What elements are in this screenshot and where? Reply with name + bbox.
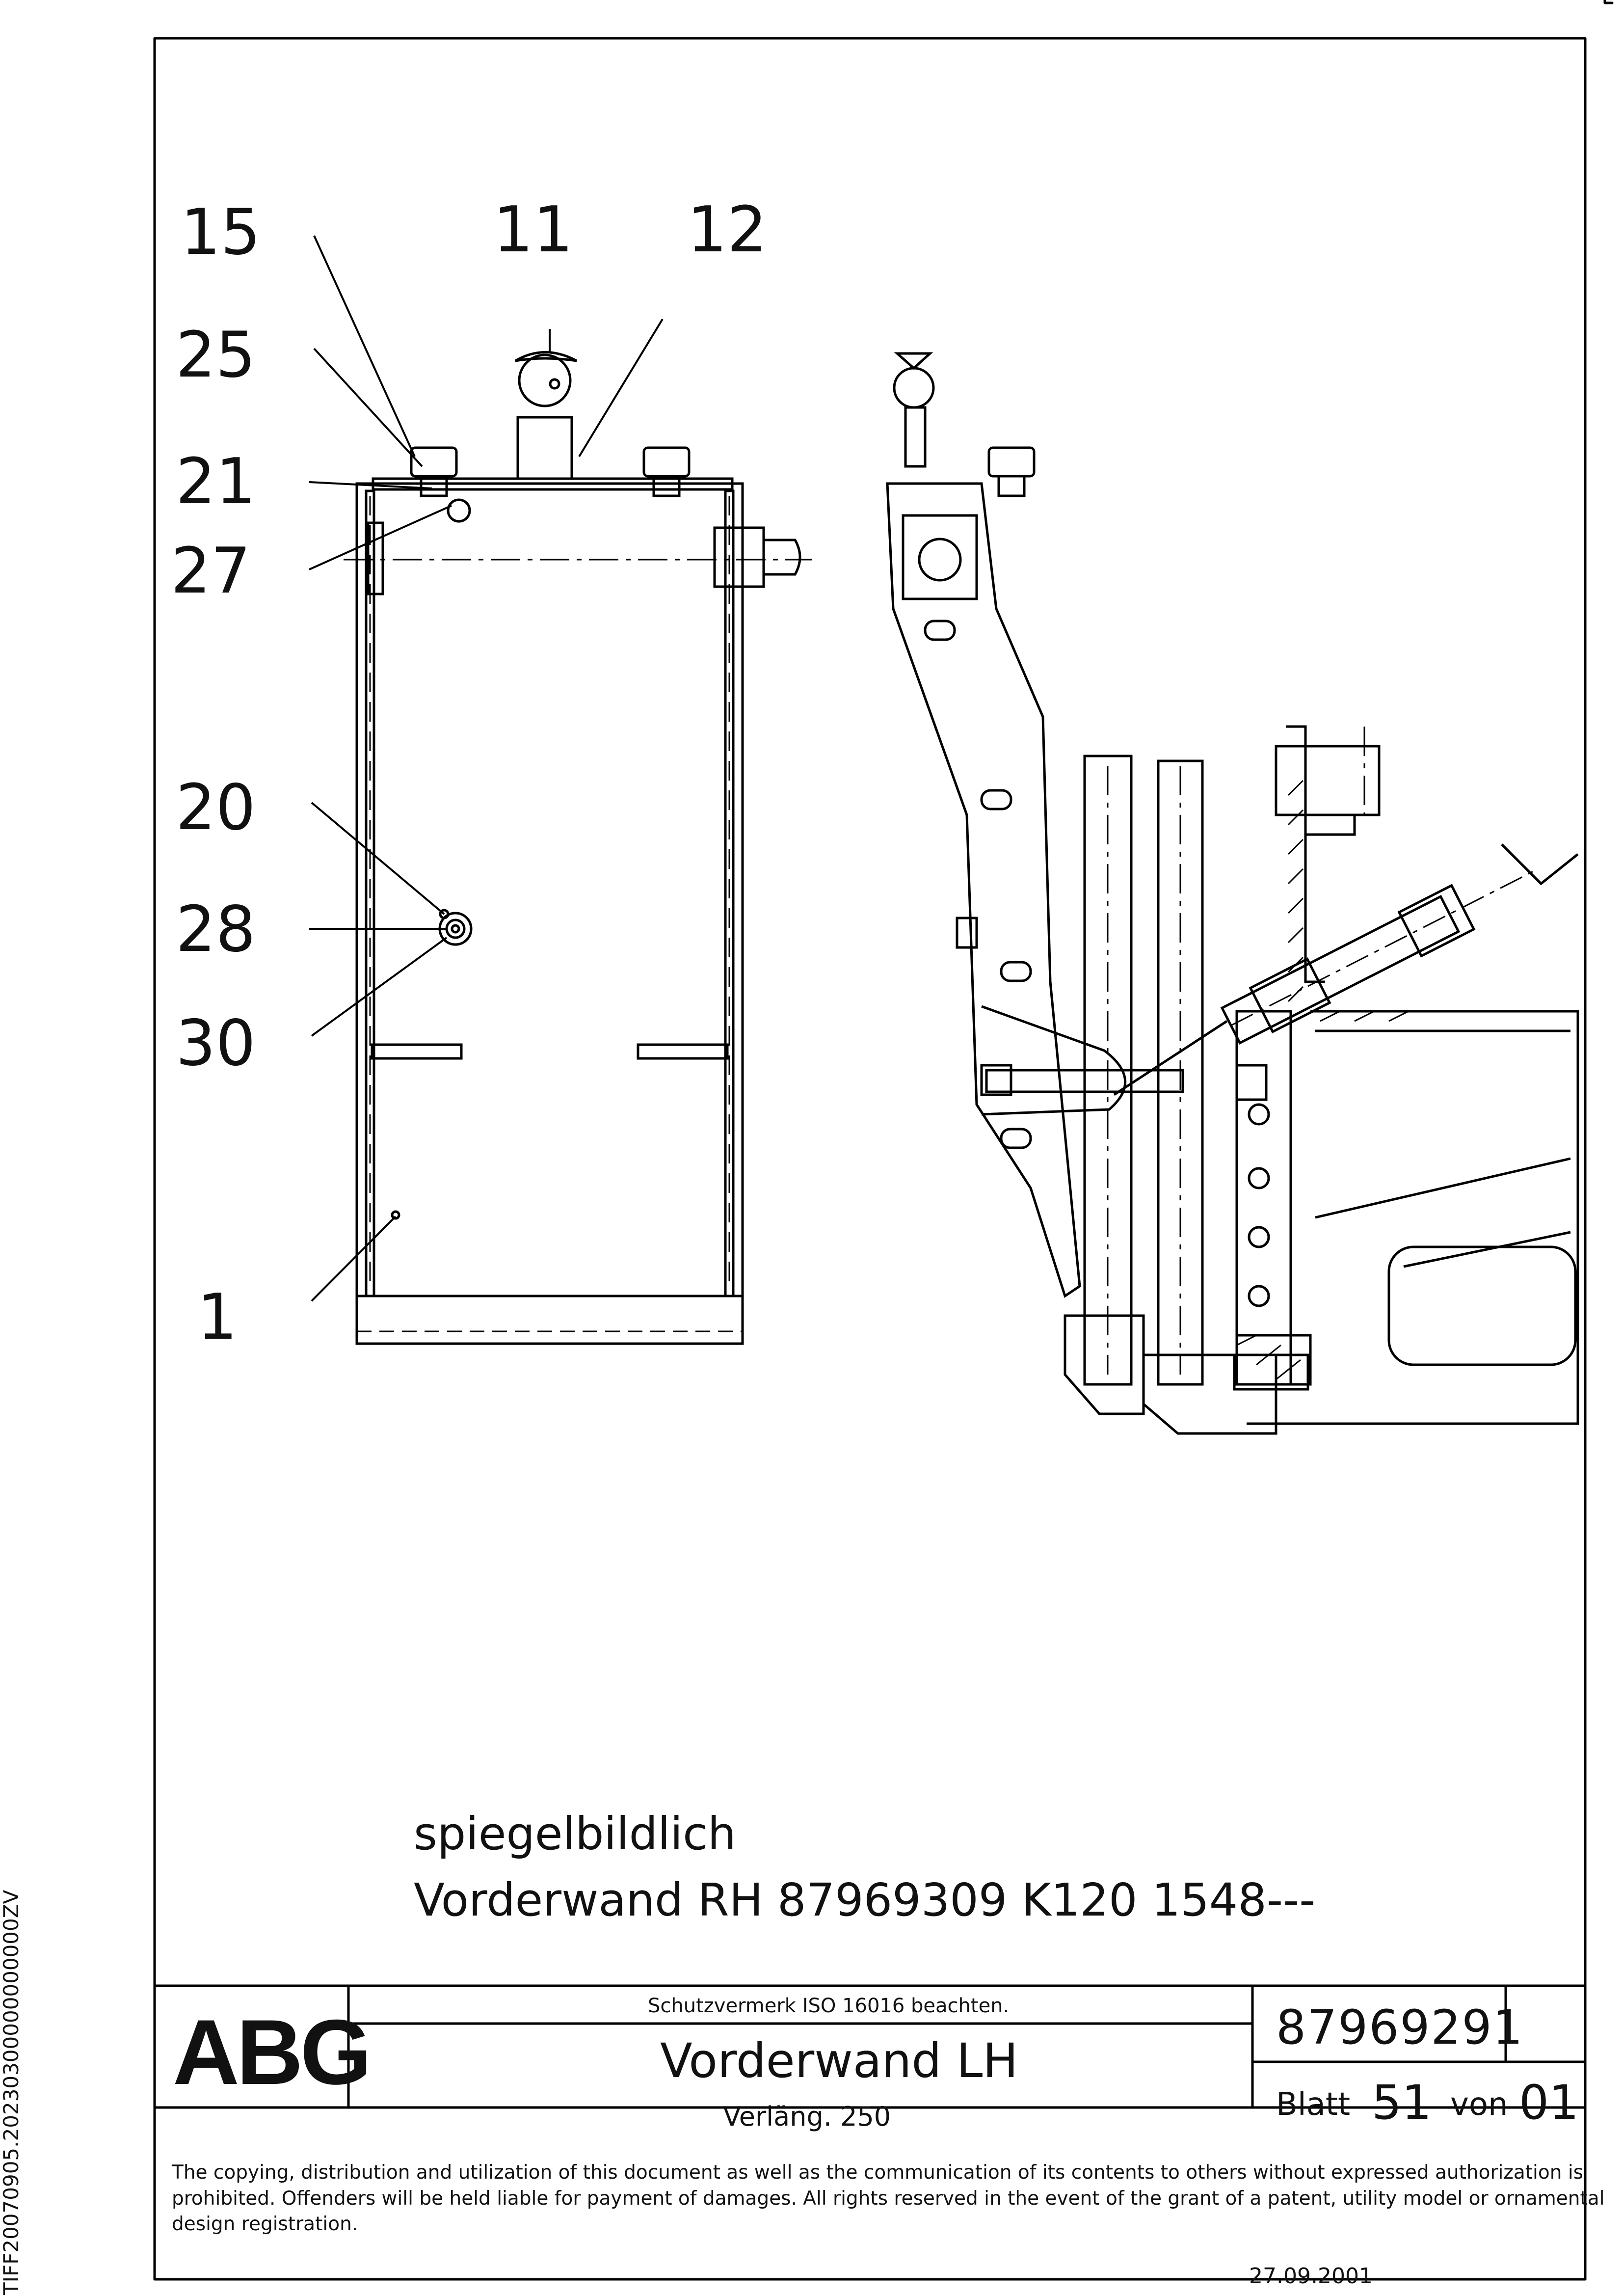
callout-21: 21 [176,445,256,518]
front-wall-view [344,351,812,1345]
side-section-view [886,352,1579,1435]
callout-27: 27 [171,535,251,608]
of-label: von [1450,2086,1508,2123]
callout-20: 20 [176,771,256,844]
document-number: 87969291 [1276,2000,1524,2055]
abg-logo: ABG [173,2000,372,2104]
protection-note: Schutzvermerk ISO 16016 beachten. [648,1995,1010,2017]
mirror-note: spiegelbildlich [414,1808,736,1860]
copyright-disclaimer: The copying, distribution and utilizatio… [172,2161,1605,2236]
callout-28: 28 [176,893,256,966]
total-sheets: 01 [1519,2075,1579,2130]
drawing-date: 27.09.2001 [1249,2264,1373,2289]
callout-1: 1 [197,1281,238,1354]
callout-25: 25 [176,319,256,392]
sheet-label: Blatt [1276,2086,1351,2123]
sheet-number: 51 [1372,2075,1432,2130]
drawing-title: Vorderwand LH [660,2033,1018,2088]
callout-30: 30 [176,1007,256,1080]
callout-11: 11 [493,193,573,267]
drawing-subtitle: Verläng. 250 [723,2101,891,2132]
reference-note: Vorderwand RH 87969309 K120 1548--- [414,1874,1316,1926]
callout-12: 12 [687,193,767,267]
callout-15: 15 [181,196,261,269]
section-hatching [1236,780,1409,1380]
drawing-frame [153,37,1587,2281]
leader-lines [309,235,664,1302]
side-file-id: TIFF20070905.20230300000000000ZV [0,1890,23,2295]
